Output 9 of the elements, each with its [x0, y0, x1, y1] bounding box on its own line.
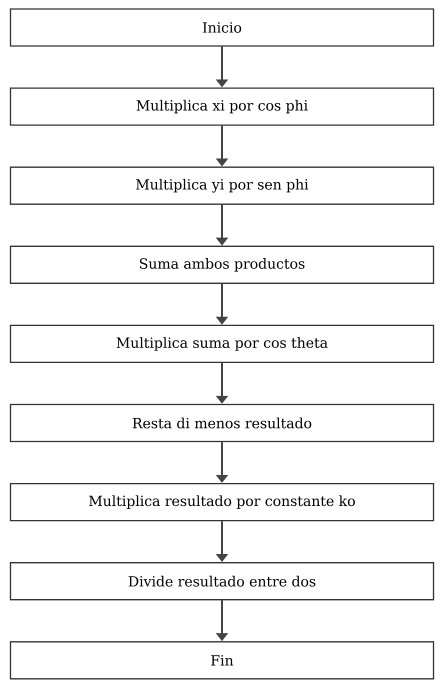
process-box: Multiplica yi por sen phi	[10, 166, 434, 205]
process-box: Divide resultado entre dos	[10, 562, 434, 600]
process-box: Resta di menos resultado	[10, 404, 434, 442]
process-box: Fin	[10, 641, 434, 680]
process-box: Multiplica xi por cos phi	[10, 87, 434, 126]
process-box: Suma ambos productos	[10, 246, 434, 284]
process-box: Multiplica suma por cos theta	[10, 324, 434, 364]
process-box: Multiplica resultado por constante ko	[10, 482, 434, 522]
process-box: Inicio	[10, 8, 434, 47]
